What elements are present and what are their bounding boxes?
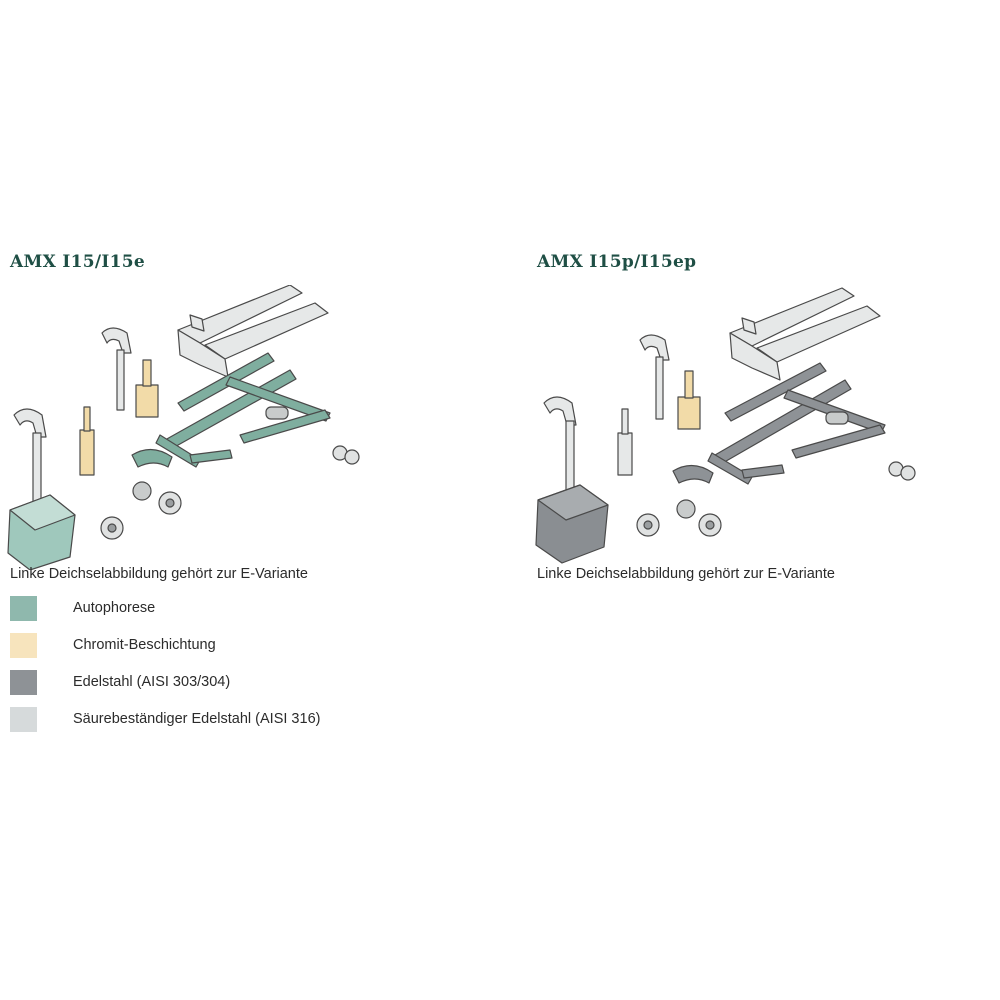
- right-handles: [543, 334, 670, 494]
- right-fork-frame: [729, 287, 881, 381]
- left-battery-box: [7, 494, 76, 570]
- left-bracket: [131, 448, 173, 468]
- legend-label: Säurebeständiger Edelstahl (AISI 316): [73, 711, 321, 727]
- right-wheels: [636, 461, 916, 537]
- legend-label: Autophorese: [73, 600, 156, 616]
- legend-swatch-edelstahl: [10, 670, 37, 695]
- right-battery-box: [535, 484, 609, 564]
- legend-label: Edelstahl (AISI 303/304): [73, 674, 231, 690]
- legend-swatch-autophorese: [10, 596, 37, 621]
- right-pump: [677, 370, 701, 430]
- left-exploded-diagram: [7, 285, 360, 570]
- right-pump-column: [617, 408, 633, 476]
- left-handles: [13, 327, 132, 504]
- left-rollers: [265, 406, 289, 420]
- right-rollers: [825, 411, 849, 425]
- left-caption: Linke Deichselabbildung gehört zur E-Var…: [10, 566, 308, 582]
- left-fork-frame: [177, 285, 329, 378]
- right-scissor-frame: [707, 362, 886, 485]
- legend-label: Chromit-Beschichtung: [73, 637, 216, 653]
- right-bracket: [672, 464, 714, 484]
- left-scissor-frame: [155, 352, 331, 468]
- left-panel-title: AMX I15/I15e: [10, 252, 145, 272]
- left-wheels: [100, 445, 360, 540]
- left-pump: [79, 359, 159, 476]
- legend-swatch-saeurebestaendig: [10, 707, 37, 732]
- right-exploded-diagram: [535, 287, 916, 564]
- right-panel-title: AMX I15p/I15ep: [537, 252, 697, 272]
- legend-swatch-chromit: [10, 633, 37, 658]
- right-caption: Linke Deichselabbildung gehört zur E-Var…: [537, 566, 835, 582]
